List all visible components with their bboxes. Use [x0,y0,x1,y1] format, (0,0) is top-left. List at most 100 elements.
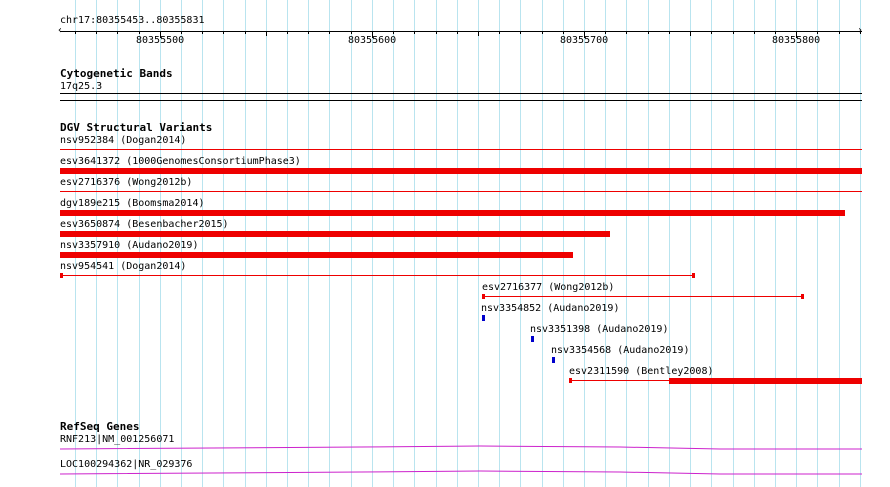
ruler-tick [542,32,543,34]
ruler-tick-label: 80355800 [772,35,821,46]
grid-line [542,0,543,487]
grid-line [690,0,691,487]
ruler-tick [520,32,521,34]
cytoband-label: 17q25.3 [60,81,103,92]
variant-label: esv2716376 (Wong2012b) [60,177,193,188]
variant-end-cap [569,378,572,383]
location-label: chr17:80355453..80355831 [60,15,205,26]
grid-line [202,0,203,487]
ruler-tick [605,32,606,34]
ruler-tick [139,32,140,34]
ruler-tick [669,32,670,34]
grid-line [457,0,458,487]
variant-feature[interactable] [552,357,555,363]
ruler-tick [287,32,288,34]
grid-line [223,0,224,487]
variant-feature[interactable] [60,275,694,276]
ruler-tick [457,32,458,34]
grid-line [775,0,776,487]
grid-line [817,0,818,487]
variant-end-cap [692,273,695,278]
ruler-tick [436,32,437,34]
ruler-tick [75,32,76,34]
grid-line [648,0,649,487]
grid-line [733,0,734,487]
grid-line [605,0,606,487]
grid-line [478,0,479,487]
grid-line [563,0,564,487]
variant-end-cap [482,294,485,299]
grid-line [351,0,352,487]
variant-label: nsv3354852 (Audano2019) [481,303,620,314]
gene-model[interactable] [60,443,862,451]
variant-label: nsv3354568 (Audano2019) [551,345,690,356]
grid-line [860,0,861,487]
variant-feature[interactable] [60,252,573,258]
grid-line [266,0,267,487]
grid-line [584,0,585,487]
grid-line [754,0,755,487]
variant-label: esv3641372 (1000GenomesConsortiumPhase3) [60,156,301,167]
variant-feature[interactable] [60,168,862,174]
ruler-tick [584,32,585,38]
grid-line [287,0,288,487]
grid-line [520,0,521,487]
ruler-tick [96,32,97,34]
ruler-tick [117,32,118,34]
ruler-tick [160,32,161,38]
variant-feature[interactable] [482,315,485,321]
variant-feature[interactable] [60,210,845,216]
variant-label: nsv954541 (Dogan2014) [60,261,187,272]
ruler-tick [648,32,649,34]
variant-feature[interactable] [569,380,669,381]
ruler-tick [563,32,564,34]
ruler-tick-label: 80355500 [136,35,185,46]
variant-feature[interactable] [60,149,862,150]
ruler-tick [414,32,415,34]
gene-label: LOC100294362|NR_029376 [60,459,193,470]
ruler-tick [817,32,818,34]
variant-feature[interactable] [60,231,610,237]
ruler-tick [393,32,394,34]
variant-label: esv2716377 (Wong2012b) [482,282,615,293]
grid-line [839,0,840,487]
ruler-tick [266,32,267,36]
ruler-tick [202,32,203,34]
ruler-tick [711,32,712,34]
grid-line [711,0,712,487]
variant-feature[interactable] [531,336,534,342]
ruler-tick [690,32,691,36]
gene-label: RNF213|NM_001256071 [60,434,175,445]
ruler-right-arrow-icon: › [857,25,864,36]
ruler-tick-label: 80355700 [560,35,609,46]
ruler-tick [372,32,373,38]
variant-feature-thick[interactable] [669,378,862,384]
variant-label: nsv3351398 (Audano2019) [530,324,669,335]
ruler-tick [351,32,352,34]
variant-end-cap [60,273,63,278]
variant-feature[interactable] [482,296,803,297]
ruler-tick [223,32,224,34]
variant-label: esv3650874 (Besenbacher2015) [60,219,229,230]
ruler-tick [181,32,182,34]
track-separator [60,100,862,101]
track-title-dgv: DGV Structural Variants [60,121,213,134]
variant-end-cap [801,294,804,299]
grid-line [329,0,330,487]
track-title-refseq: RefSeq Genes [60,420,140,433]
grid-line [436,0,437,487]
ruler-tick [775,32,776,34]
ruler-tick [245,32,246,34]
grid-line [626,0,627,487]
variant-feature[interactable] [60,191,862,192]
ruler-left-arrow-icon: ‹ [57,25,64,36]
variant-label: dgv189e215 (Boomsma2014) [60,198,205,209]
cytoband-bar[interactable] [60,93,862,94]
track-title-cytoband: Cytogenetic Bands [60,67,173,80]
grid-line [796,0,797,487]
ruler-tick [308,32,309,34]
variant-label: esv2311590 (Bentley2008) [569,366,714,377]
gene-model[interactable] [60,468,862,476]
variant-label: nsv952384 (Dogan2014) [60,135,187,146]
